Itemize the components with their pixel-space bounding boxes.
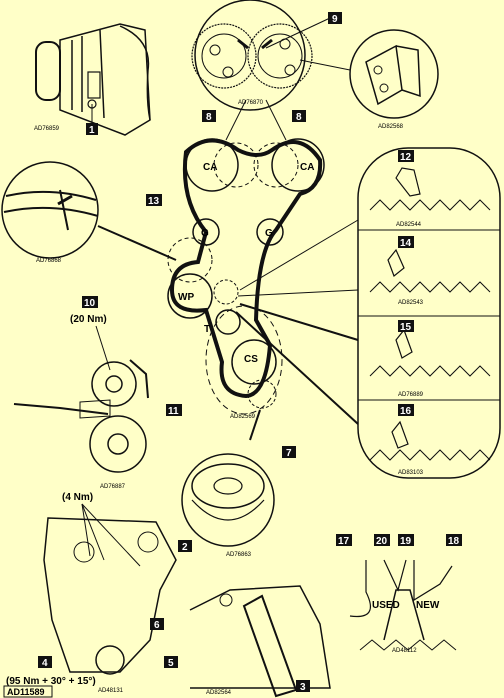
gear-wear-detail: USED NEW AD48112 [349, 559, 457, 654]
callout-boxes: 1 2 3 4 5 6 7 8 8 9 10 11 12 13 14 15 16… [38, 12, 462, 693]
cam-pulley-right-label: CA [300, 162, 314, 173]
guide-pulley-right-label: G [265, 228, 273, 239]
figure-id: AD11589 [7, 687, 45, 697]
callout-17: 17 [338, 536, 350, 547]
callout-2: 2 [182, 542, 188, 553]
callout-1: 1 [89, 125, 95, 136]
callout-6: 6 [154, 620, 160, 631]
new-label: NEW [416, 600, 440, 611]
guide-pulley-left-label: G [201, 228, 209, 239]
caption-cams: AD76870 [238, 100, 264, 106]
caption-tool: AD82568 [378, 124, 404, 130]
callout-18: 18 [448, 536, 460, 547]
caption-crank: AD82569 [230, 414, 256, 420]
caption-tens: AD76887 [100, 484, 126, 490]
callout-14: 14 [400, 238, 412, 249]
callout-20: 20 [376, 536, 388, 547]
cam-gears-detail: AD76870 [191, 0, 331, 111]
caption-mark: AD76868 [36, 258, 62, 264]
cam-pulley-left-label: CA [203, 162, 217, 173]
callout-15: 15 [400, 322, 412, 333]
callout-5: 5 [168, 658, 174, 669]
callout-12: 12 [400, 152, 412, 163]
crank-sprocket-detail: AD76863 [181, 453, 275, 558]
tensioner-detail: (20 Nm) AD76887 [13, 314, 149, 490]
caption-cover: AD48131 [98, 688, 124, 694]
callout-8a: 8 [206, 112, 212, 123]
caption-lock: AD82564 [206, 690, 232, 696]
callout-11: 11 [168, 406, 179, 417]
caption-gear: AD48112 [392, 648, 417, 654]
caption-ex15: AD76889 [398, 392, 424, 398]
torque-cover: (4 Nm) [62, 492, 93, 503]
caption-sprocket: AD76863 [226, 552, 252, 558]
callout-9: 9 [332, 14, 338, 25]
lock-tool-detail: AD82568 [299, 29, 439, 130]
caption-ex16: AD83103 [398, 470, 424, 476]
callout-7: 7 [286, 448, 292, 459]
callout-13: 13 [148, 196, 160, 207]
torque-tensioner: (20 Nm) [70, 314, 107, 325]
used-label: USED [372, 600, 400, 611]
crank-label: CS [244, 354, 258, 365]
caption-ex14: AD82543 [398, 300, 424, 306]
callout-19: 19 [400, 536, 412, 547]
callout-8b: 8 [296, 112, 302, 123]
caption-ex12: AD82544 [396, 222, 422, 228]
tensioner-label: T [204, 324, 210, 335]
callout-4: 4 [42, 658, 48, 669]
callout-10: 10 [84, 298, 96, 309]
cover-detail: (4 Nm) (95 Nm + 30° + 15°) AD48131 [6, 492, 177, 694]
tooth-wear-panel: AD82544 AD82543 AD76889 AD83103 [357, 147, 501, 479]
alignment-mark-detail: AD76868 [1, 161, 177, 264]
callout-16: 16 [400, 406, 412, 417]
caption-pump: AD76859 [34, 126, 60, 132]
belt-routing: CA CA G G WP T CS AD82569 [167, 99, 359, 441]
pump-sketch: AD76859 [34, 23, 151, 136]
callout-3: 3 [300, 682, 306, 693]
water-pump-label: WP [178, 292, 194, 303]
torque-crank-bolt: (95 Nm + 30° + 15°) [6, 676, 96, 687]
